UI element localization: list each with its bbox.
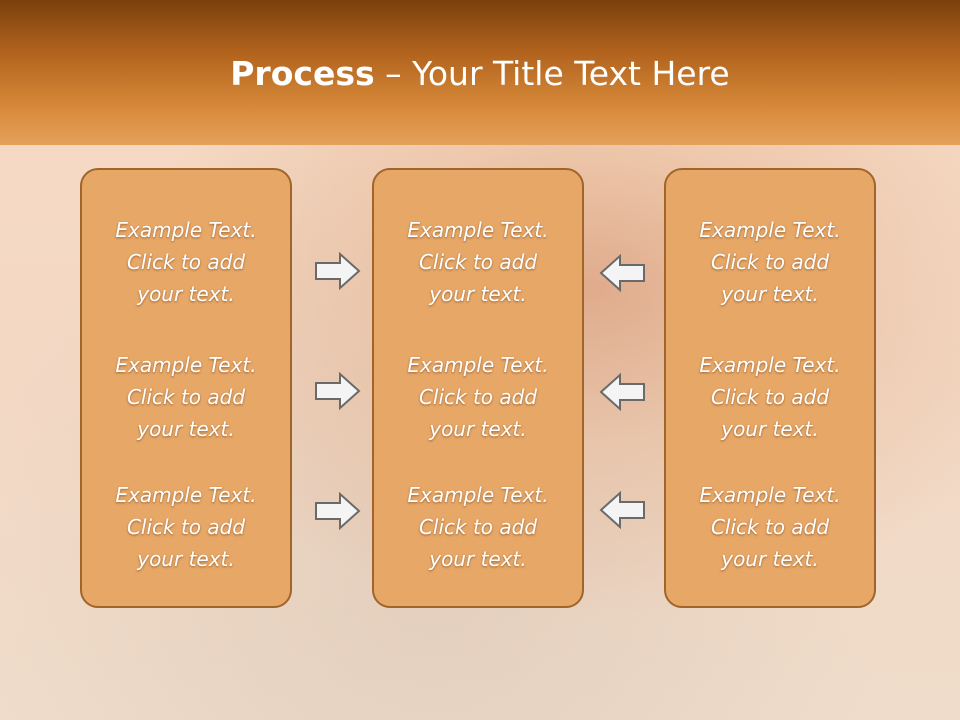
text-line: Example Text. [699,218,841,242]
text-line: Example Text. [115,218,257,242]
text-line: your text. [721,547,819,571]
text-line: Click to add [126,250,246,274]
text-line: Click to add [418,250,538,274]
text-line: Example Text. [699,483,841,507]
text-line: your text. [429,282,527,306]
text-line: Click to add [418,385,538,409]
slide-title[interactable]: Process – Your Title Text Here [0,52,960,96]
text-line: your text. [721,282,819,306]
text-line: your text. [137,282,235,306]
text-line: Example Text. [407,218,549,242]
text-line: your text. [429,417,527,441]
text-line: Click to add [710,250,830,274]
text-line: Click to add [126,385,246,409]
left-arrow-icon [599,253,645,293]
text-line: Example Text. [407,483,549,507]
text-item[interactable]: Example Text. Click to add your text. [374,349,582,445]
text-line: Example Text. [115,483,257,507]
text-line: your text. [429,547,527,571]
title-bar [0,0,960,145]
text-line: Example Text. [699,353,841,377]
text-item[interactable]: Example Text. Click to add your text. [374,214,582,310]
text-line: Example Text. [115,353,257,377]
text-line: your text. [721,417,819,441]
right-arrow-icon [315,491,361,531]
text-box-right[interactable]: Example Text. Click to add your text. Ex… [664,168,876,608]
text-item[interactable]: Example Text. Click to add your text. [82,214,290,310]
title-bold: Process [230,54,375,93]
text-item[interactable]: Example Text. Click to add your text. [82,349,290,445]
text-line: your text. [137,547,235,571]
text-item[interactable]: Example Text. Click to add your text. [82,479,290,575]
text-line: Example Text. [407,353,549,377]
left-arrow-icon [599,372,645,412]
text-line: Click to add [418,515,538,539]
text-item[interactable]: Example Text. Click to add your text. [374,479,582,575]
text-item[interactable]: Example Text. Click to add your text. [666,349,874,445]
text-line: Click to add [126,515,246,539]
text-box-left[interactable]: Example Text. Click to add your text. Ex… [80,168,292,608]
text-line: Click to add [710,515,830,539]
text-line: your text. [137,417,235,441]
text-item[interactable]: Example Text. Click to add your text. [666,214,874,310]
text-box-center[interactable]: Example Text. Click to add your text. Ex… [372,168,584,608]
right-arrow-icon [315,251,361,291]
title-rest: – Your Title Text Here [374,54,730,93]
left-arrow-icon [599,490,645,530]
text-item[interactable]: Example Text. Click to add your text. [666,479,874,575]
right-arrow-icon [315,371,361,411]
text-line: Click to add [710,385,830,409]
